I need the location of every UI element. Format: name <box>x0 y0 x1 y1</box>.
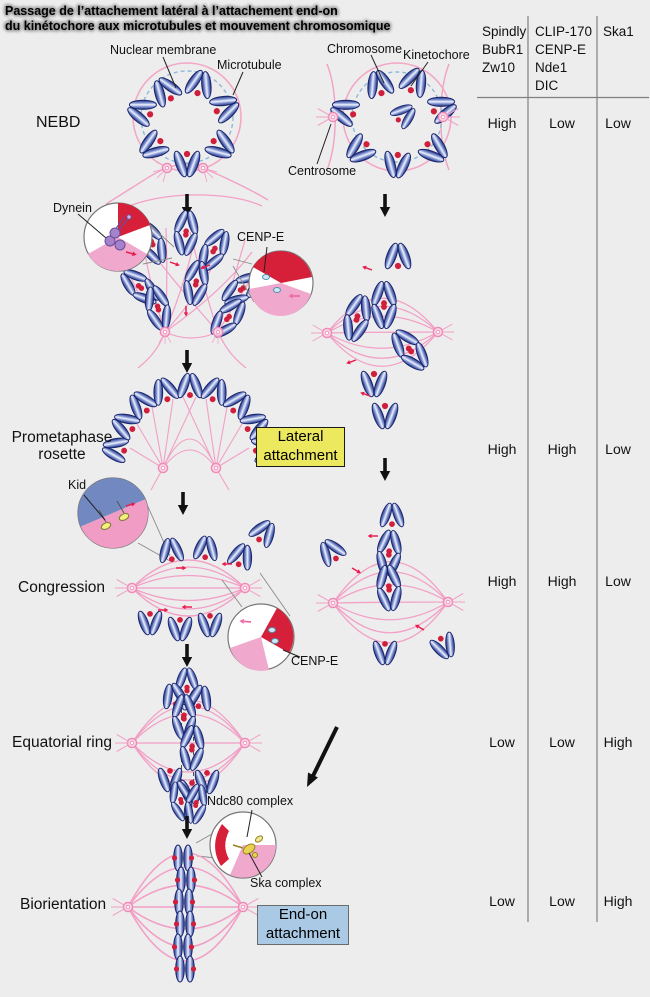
dynein-magnifier <box>77 202 175 272</box>
dynein-label: Dynein <box>53 201 92 215</box>
table-rules <box>477 16 649 922</box>
table-header-spindly: Spindly <box>482 24 527 39</box>
early-spindle-right <box>310 241 455 431</box>
microtubule-label: Microtubule <box>217 58 282 72</box>
nebd-right-cell <box>315 54 463 182</box>
equatorial-ring-spindle <box>114 667 263 806</box>
table-header-ska1: Ska1 <box>603 24 634 39</box>
stage-label-prometaphase-rosette: Prometaphase rosette <box>11 429 113 464</box>
arrow-down <box>377 192 393 219</box>
table-header-bubr1: BubR1 <box>482 42 524 57</box>
prometaphase-rosette <box>98 371 282 491</box>
table-header-nde1: Nde1 <box>535 60 568 75</box>
ndc80-pointer <box>246 809 253 838</box>
cenp-e2-pointer <box>282 649 301 658</box>
arrow-down <box>176 490 190 517</box>
table-value: High <box>487 441 517 457</box>
kinetochore-pointer <box>410 61 429 87</box>
table-value: Low <box>605 115 631 131</box>
table-value: Low <box>605 441 631 457</box>
table-header-clip170: CLIP-170 <box>535 24 593 39</box>
table-value: Low <box>549 893 575 909</box>
kinetochore-label: Kinetochore <box>403 48 470 62</box>
table-value: High <box>547 573 577 589</box>
stage-label-congression: Congression <box>18 579 106 596</box>
cenp-e-magnifier-2 <box>221 572 301 671</box>
nuclear-membrane-label: Nuclear membrane <box>110 43 217 57</box>
table-value: Low <box>549 115 575 131</box>
kid-label: Kid <box>68 478 87 492</box>
kid-pointer <box>83 494 106 521</box>
table-value: High <box>603 734 633 750</box>
chromosome-label: Chromosome <box>327 42 403 56</box>
stage-label-biorientation: Biorientation <box>20 896 107 913</box>
table-header-cenpe: CENP-E <box>535 42 587 57</box>
lateral-attachment-box: Lateral attachment <box>256 427 345 467</box>
table-value: High <box>547 441 577 457</box>
figure-title-line2: du kinétochore aux microtubules et mouve… <box>5 19 391 33</box>
table-value: Low <box>549 734 575 750</box>
ndc80-ska-magnifier <box>195 809 277 879</box>
table-value: High <box>487 573 517 589</box>
ska-complex-label: Ska complex <box>250 876 322 890</box>
biorientation-spindle <box>110 844 261 983</box>
figure-title-line1: Passage de l’attachement latéral à l’att… <box>5 4 338 18</box>
table-value: High <box>487 115 517 131</box>
table-value: Low <box>605 573 631 589</box>
table-value: Low <box>489 734 515 750</box>
kid-magnifier <box>77 477 171 562</box>
arrow-down <box>377 456 393 483</box>
centrosome-label: Centrosome <box>288 164 357 178</box>
end-on-attachment-box: End-on attachment <box>257 905 349 945</box>
table-header-zw10: Zw10 <box>482 60 516 75</box>
centrosome-pointer <box>316 123 332 165</box>
cenp-e-pointer <box>263 246 268 273</box>
congression-spindle-right <box>311 501 466 667</box>
arrow-down <box>180 348 194 375</box>
table-header-dic: DIC <box>535 78 559 93</box>
microtubule-pointer <box>232 71 244 96</box>
arrow-diagonal <box>307 726 339 787</box>
stage-label-equatorial-ring: Equatorial ring <box>12 734 112 751</box>
dynein-pointer <box>77 213 107 239</box>
table-value: High <box>603 893 633 909</box>
ndc80-complex-label: Ndc80 complex <box>207 794 294 808</box>
cenp-e-label-1: CENP-E <box>237 230 285 244</box>
chromosome-pointer <box>370 54 385 84</box>
lateral-capture-cluster <box>113 208 269 369</box>
cenp-e-magnifier-1 <box>232 246 314 316</box>
nuclear-membrane-pointer <box>162 56 177 89</box>
arrow-down <box>180 642 194 669</box>
cenp-e-label-2: CENP-E <box>291 654 339 668</box>
table-value: Low <box>489 893 515 909</box>
congression-spindle-left <box>114 512 284 643</box>
stage-label-nebd: NEBD <box>36 114 81 131</box>
ska-pointer <box>248 852 263 878</box>
nebd-left-cell <box>105 56 269 215</box>
